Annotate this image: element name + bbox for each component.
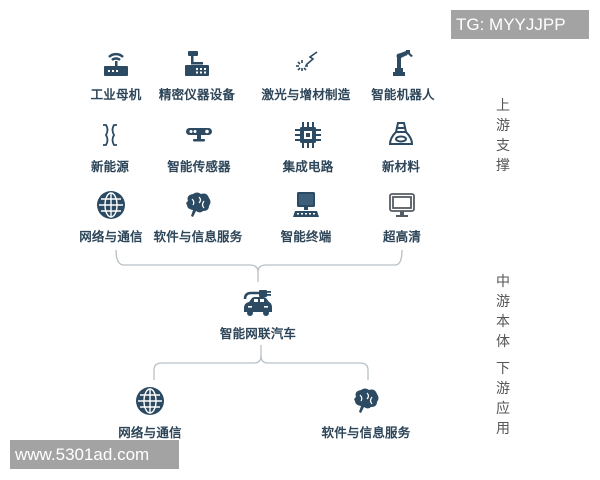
watermark-text: TG: MYYJJPP	[456, 15, 566, 34]
node-label: 网络与通信	[79, 229, 143, 244]
node-label: 激光与增材制造	[261, 87, 351, 102]
node-label: 智能传感器	[167, 159, 231, 174]
robot-arm-icon	[386, 46, 420, 80]
node-downstream-network: 网络与通信	[90, 384, 210, 441]
node-label: 工业母机	[90, 87, 142, 102]
node-label: 软件与信息服务	[153, 229, 243, 244]
node-label: 集成电路	[282, 159, 334, 174]
node-label: 智能机器人	[371, 87, 435, 102]
brain-icon	[349, 384, 383, 418]
watermark-bottom-left: www.5301ad.com	[10, 440, 179, 469]
brain-icon	[181, 188, 215, 222]
side-label-text: 中游本体	[496, 274, 510, 350]
node-label: 智能网联汽车	[219, 326, 297, 341]
side-label-text: 下游应用	[496, 361, 510, 437]
node-new-material: 新材料	[341, 118, 461, 175]
node-smart-robot: 智能机器人	[343, 46, 463, 103]
node-label: 新材料	[381, 159, 421, 174]
side-label-downstream: 下游应用	[493, 359, 513, 439]
node-network-comm: 网络与通信	[51, 188, 171, 245]
connected-car-icon	[241, 285, 275, 319]
chip-icon	[291, 118, 325, 152]
node-ultra-hd: 超高清	[342, 188, 462, 245]
side-label-text: 上游支撑	[496, 98, 510, 174]
node-label: 智能终端	[280, 229, 332, 244]
node-industrial-machine: 工业母机	[56, 46, 176, 103]
precision-instrument-icon	[180, 46, 214, 80]
node-laser-additive: 激光与增材制造	[246, 46, 366, 103]
node-precision-instrument: 精密仪器设备	[137, 46, 257, 103]
node-label: 新能源	[90, 159, 130, 174]
watermark-top-right: TG: MYYJJPP	[451, 10, 589, 39]
node-label: 精密仪器设备	[158, 87, 236, 102]
side-label-upstream: 上游支撑	[493, 96, 513, 176]
router-icon	[99, 46, 133, 80]
node-new-energy: 新能源	[50, 118, 170, 175]
node-connected-vehicle: 智能网联汽车	[198, 285, 318, 342]
node-integrated-circuit: 集成电路	[248, 118, 368, 175]
node-smart-sensor: 智能传感器	[139, 118, 259, 175]
node-label: 网络与通信	[118, 425, 182, 440]
watermark-text: www.5301ad.com	[15, 445, 150, 464]
computer-icon	[289, 188, 323, 222]
side-label-midstream: 中游本体	[493, 272, 513, 352]
node-smart-terminal: 智能终端	[246, 188, 366, 245]
monitor-icon	[385, 188, 419, 222]
globe-icon	[94, 188, 128, 222]
node-label: 软件与信息服务	[321, 425, 411, 440]
material-icon	[384, 118, 418, 152]
node-label: 超高清	[382, 229, 422, 244]
laser-icon	[289, 46, 323, 80]
sensor-icon	[182, 118, 216, 152]
new-energy-icon	[93, 118, 127, 152]
node-downstream-software: 软件与信息服务	[306, 384, 426, 441]
node-software-info: 软件与信息服务	[138, 188, 258, 245]
globe-icon	[133, 384, 167, 418]
